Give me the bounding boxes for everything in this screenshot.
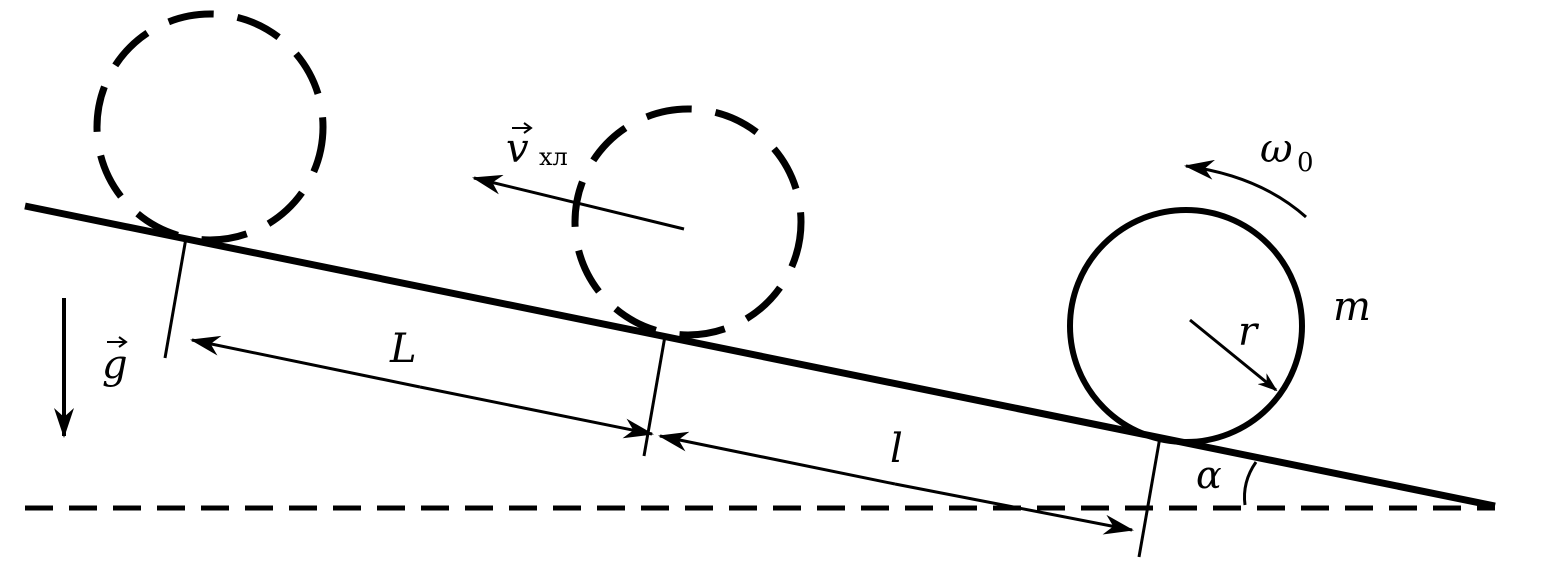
radius-label: r bbox=[1238, 309, 1260, 355]
velocity-subscript: хл bbox=[539, 143, 568, 171]
tick-middle bbox=[642, 335, 667, 457]
angle-arc bbox=[1243, 461, 1258, 506]
tick-left bbox=[163, 237, 188, 359]
vector-accent-v bbox=[512, 122, 533, 134]
radius-arrow bbox=[1189, 318, 1278, 392]
hoop-dashed-middle bbox=[571, 105, 805, 339]
gravity-label: g bbox=[102, 342, 128, 388]
hoop-solid bbox=[1067, 207, 1305, 445]
omega-arc-arrow bbox=[1184, 159, 1307, 219]
omega-subscript: 0 bbox=[1297, 148, 1314, 178]
velocity-arrow bbox=[472, 174, 685, 231]
tick-right bbox=[1137, 436, 1162, 558]
dimension-l-arrow-right bbox=[894, 482, 1134, 535]
dimension-L-arrow-left bbox=[190, 335, 421, 389]
velocity-label: v bbox=[506, 126, 529, 172]
length-L-label: L bbox=[389, 326, 417, 372]
dimension-l-arrow-left bbox=[658, 431, 896, 486]
incline-plane bbox=[24, 202, 1496, 510]
length-l-label: l bbox=[890, 426, 903, 472]
dimension-L-arrow-right bbox=[419, 385, 654, 439]
omega-label: ω bbox=[1260, 126, 1293, 172]
mass-label: m bbox=[1333, 284, 1371, 330]
hoop-dashed-left bbox=[93, 10, 327, 244]
vector-accent-g bbox=[107, 336, 128, 348]
angle-label: α bbox=[1196, 453, 1222, 497]
